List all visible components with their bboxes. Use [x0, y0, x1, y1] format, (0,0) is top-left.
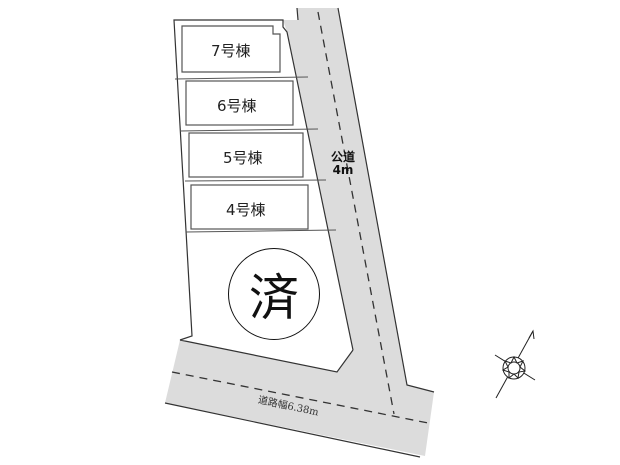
lot-label-7: 7号棟 [211, 42, 251, 60]
east-road-type: 公道 [331, 150, 356, 164]
east-road-centerline [317, 11, 395, 415]
building-4-outline [190, 184, 309, 230]
east-road-east-edge [337, 7, 435, 393]
lot-divider [184, 179, 327, 182]
south-road-north-edge [179, 339, 354, 373]
lot-label-4: 4号棟 [226, 201, 266, 219]
lot-label-5: 5号棟 [223, 149, 263, 167]
compass-icon [494, 329, 536, 399]
lot-label-6: 6号棟 [217, 97, 257, 115]
east-road-west-edge [296, 7, 299, 21]
east-road-width: 4m [332, 163, 354, 177]
lot-divider [179, 128, 319, 132]
building-6-outline [185, 80, 294, 126]
south-road-south-edge [164, 402, 421, 458]
building-5-outline [188, 132, 304, 178]
lot-divider [174, 76, 309, 80]
east-road [165, 8, 434, 456]
sold-marker-text: 済 [249, 269, 299, 327]
south-road-centerline [171, 371, 429, 424]
lot-divider [185, 229, 337, 233]
sold-marker: 済 [228, 248, 320, 340]
east-road-label: 公道 4m [331, 151, 355, 177]
building-7-outline [181, 25, 281, 73]
